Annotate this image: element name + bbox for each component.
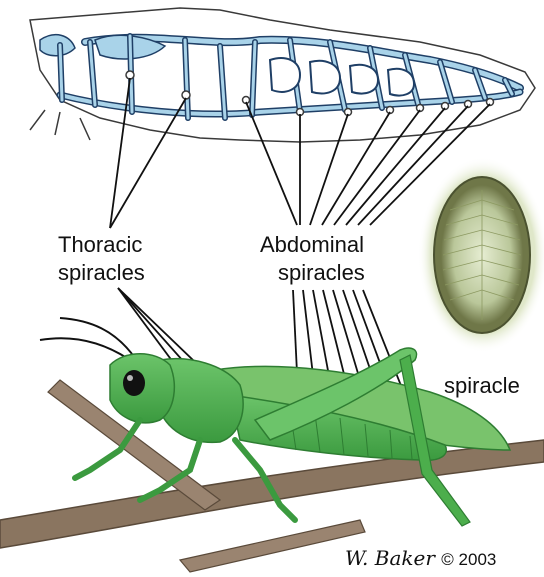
spiracle-closeup bbox=[418, 157, 544, 353]
leg-outline bbox=[30, 110, 90, 140]
artist-name: W. Baker bbox=[345, 546, 435, 570]
compound-eye bbox=[123, 370, 145, 396]
artist-signature: W. Baker © 2003 bbox=[345, 546, 496, 570]
abdominal-label-line2: spiracles bbox=[278, 260, 365, 286]
abdominal-label-line1: Abdominal bbox=[260, 232, 364, 258]
spiracle-label: spiracle bbox=[444, 373, 520, 399]
thoracic-label-line2: spiracles bbox=[58, 260, 145, 286]
thoracic-label-line1: Thoracic bbox=[58, 232, 142, 258]
copyright-year: © 2003 bbox=[441, 550, 496, 569]
tracheal-system-illustration bbox=[30, 8, 535, 142]
antenna bbox=[40, 338, 130, 360]
